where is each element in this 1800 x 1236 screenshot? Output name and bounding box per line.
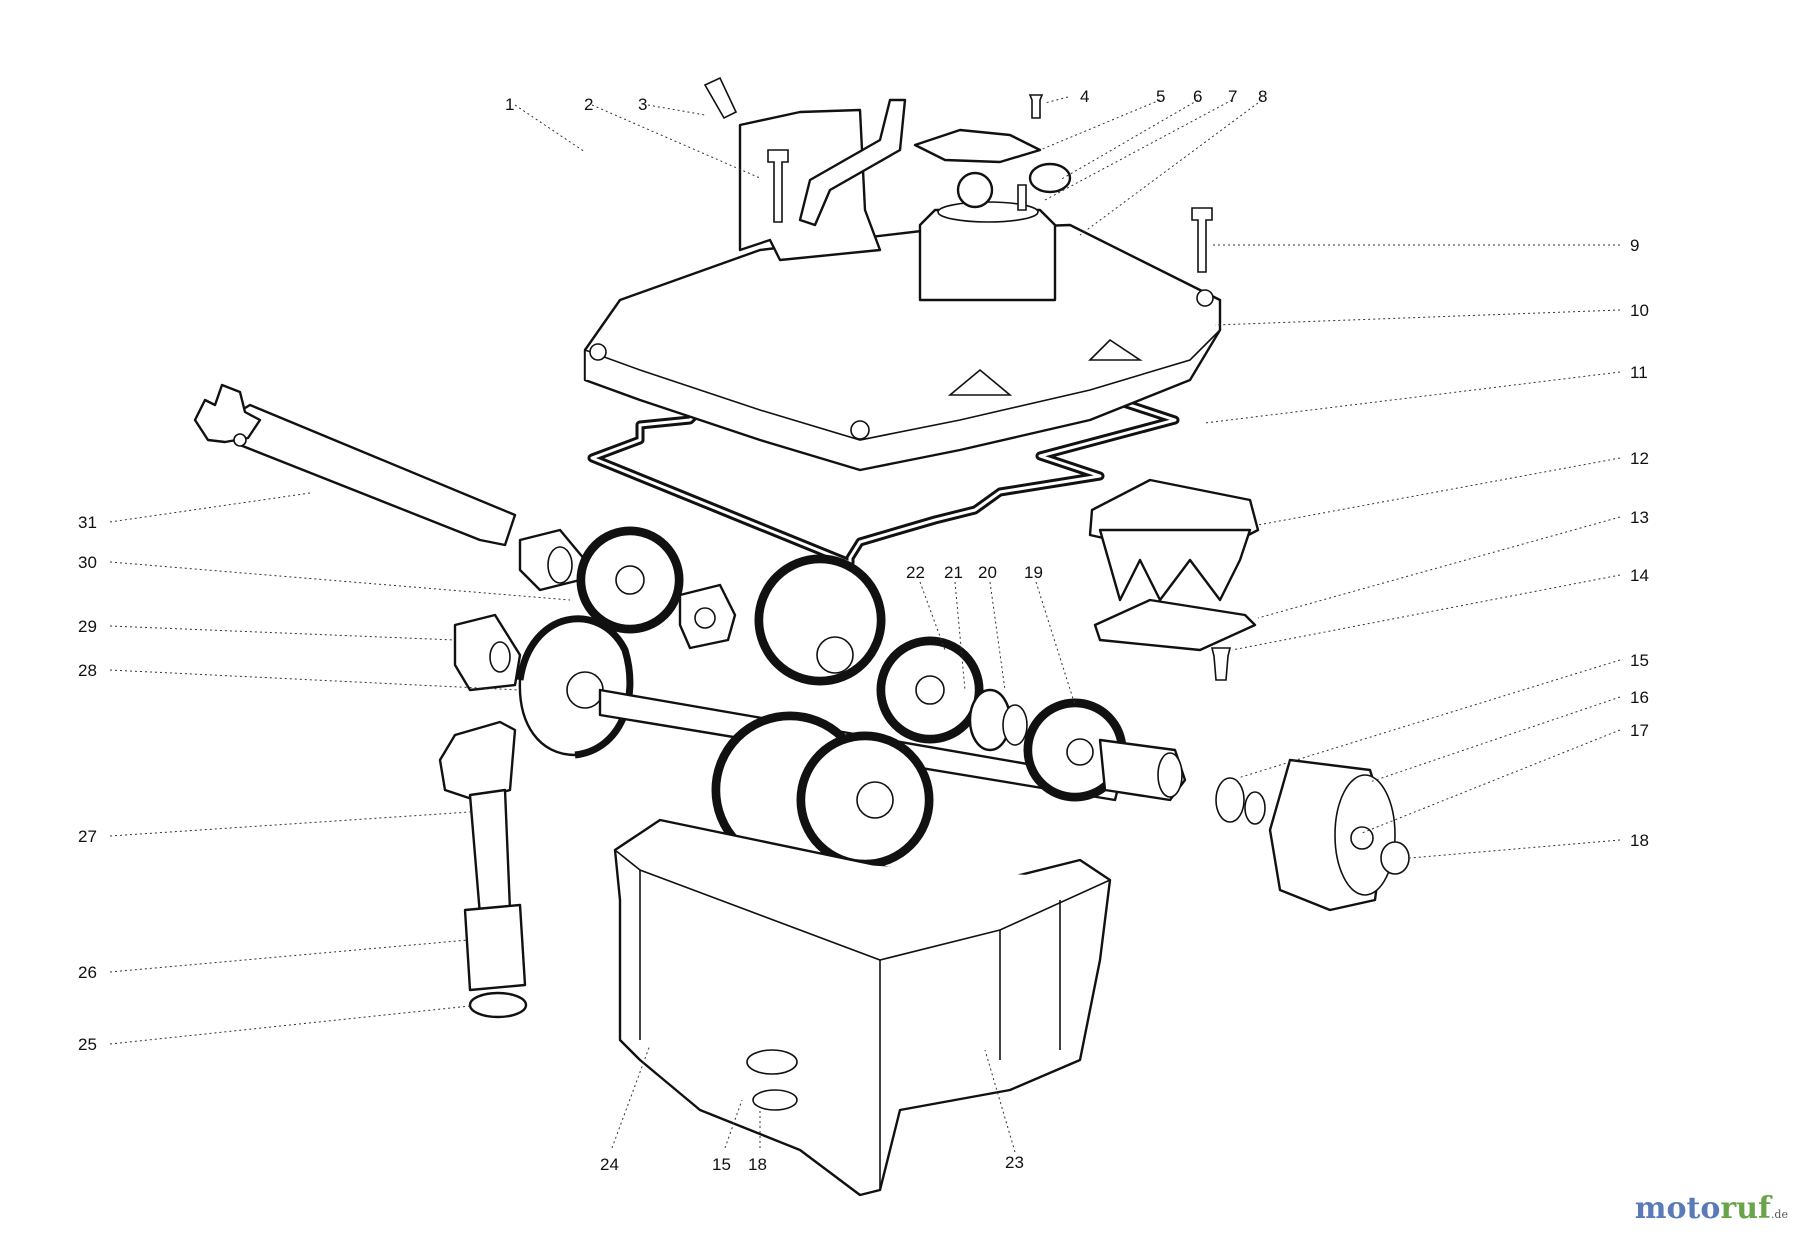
callout-13: 13 xyxy=(1630,508,1649,527)
callout-23: 23 xyxy=(1005,1153,1024,1172)
callout-16: 16 xyxy=(1630,688,1649,707)
callout-labels: 1 2 3 4 5 6 7 8 9 10 11 12 13 14 15 16 1… xyxy=(78,87,1649,1174)
snap-ring-part xyxy=(1215,777,1245,823)
pin-part xyxy=(703,76,738,120)
sprocket-part xyxy=(193,383,262,444)
fork-base-plate-part xyxy=(1093,598,1257,652)
callout-11: 11 xyxy=(1630,363,1648,382)
callout-22: 22 xyxy=(906,563,925,582)
callout-4: 4 xyxy=(1080,87,1089,106)
pinion-gear-part xyxy=(438,720,517,802)
shift-fork-part xyxy=(1098,528,1252,602)
callout-30: 30 xyxy=(78,553,97,572)
callout-28: 28 xyxy=(78,661,97,680)
callout-18: 18 xyxy=(1630,831,1649,850)
callout-5: 5 xyxy=(1156,87,1165,106)
watermark-ruf: ruf xyxy=(1720,1191,1771,1226)
callout-19: 19 xyxy=(1024,563,1043,582)
callout-7: 7 xyxy=(1228,87,1237,106)
callout-10: 10 xyxy=(1630,301,1649,320)
callout-27: 27 xyxy=(78,827,97,846)
pinion-shaft-part xyxy=(468,788,512,917)
retaining-ring-part xyxy=(1380,841,1410,875)
cap-screw-part xyxy=(1028,94,1044,119)
gear-train xyxy=(438,526,1410,1019)
callout-1: 1 xyxy=(505,95,514,114)
callout-20: 20 xyxy=(978,563,997,582)
motoruf-watermark: motoruf.de xyxy=(1635,1191,1788,1226)
breather-housing-part xyxy=(918,208,1057,302)
callout-25: 25 xyxy=(78,1035,97,1054)
leader-lines xyxy=(109,96,1621,1153)
input-shaft-assembly xyxy=(193,383,587,592)
callout-31: 31 xyxy=(78,513,97,532)
callout-14: 14 xyxy=(1630,566,1649,585)
callout-8: 8 xyxy=(1258,87,1267,106)
callout-15-bottom: 15 xyxy=(712,1155,731,1174)
callout-18-bottom: 18 xyxy=(748,1155,767,1174)
callout-2: 2 xyxy=(584,95,593,114)
callout-15: 15 xyxy=(1630,651,1649,670)
shift-fork-assembly xyxy=(1088,478,1260,681)
drain-ring-part xyxy=(746,1049,798,1075)
callout-24: 24 xyxy=(600,1155,619,1174)
housing-assembly xyxy=(613,818,1112,1197)
callout-26: 26 xyxy=(78,963,97,982)
cover-assembly xyxy=(583,76,1222,568)
shift-lever-part xyxy=(798,98,907,227)
callout-9: 9 xyxy=(1630,236,1639,255)
input-shaft-part xyxy=(223,403,517,547)
callout-17: 17 xyxy=(1630,721,1649,740)
bushing-sleeve-part xyxy=(463,903,527,992)
shift-bolt-part xyxy=(767,149,789,223)
fork-screw-part xyxy=(1210,647,1232,681)
check-ball-part xyxy=(956,171,994,209)
cap-plate-part xyxy=(913,128,1042,164)
watermark-moto: moto xyxy=(1634,1191,1721,1226)
oil-seal-part xyxy=(468,991,528,1019)
valve-disc-part xyxy=(1028,162,1072,194)
callout-3: 3 xyxy=(638,95,647,114)
watermark-domain: .de xyxy=(1770,1208,1788,1221)
callout-12: 12 xyxy=(1630,449,1649,468)
callout-29: 29 xyxy=(78,617,97,636)
callout-21: 21 xyxy=(944,563,963,582)
cover-bolt-part xyxy=(1191,207,1213,273)
callout-6: 6 xyxy=(1193,87,1202,106)
